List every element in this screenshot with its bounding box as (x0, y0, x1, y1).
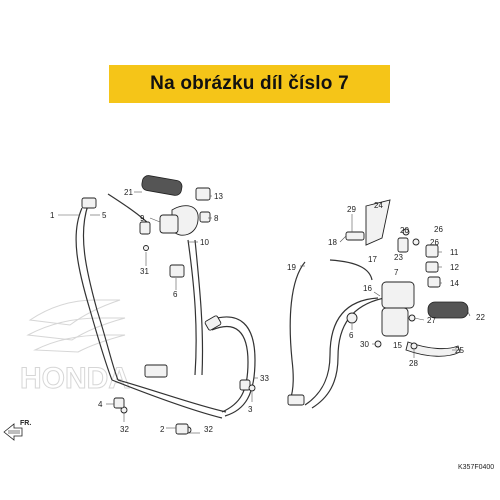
label-part-1: 1 (50, 211, 55, 220)
label-part-14: 14 (450, 279, 459, 288)
label-part-2: 2 (160, 425, 165, 434)
front-label: FR. (20, 420, 31, 427)
label-part-31: 31 (140, 267, 149, 276)
right-lever-assembly (287, 199, 469, 409)
part-number-banner: Na obrázku díl číslo 7 (109, 65, 390, 103)
label-part-30: 30 (360, 340, 369, 349)
label-part-33: 33 (260, 374, 269, 383)
label-part-32b: 32 (204, 425, 213, 434)
label-part-15: 15 (393, 341, 402, 350)
label-part-3: 3 (248, 405, 253, 414)
label-part-32a: 32 (120, 425, 129, 434)
label-part-20: 20 (400, 226, 409, 235)
label-part-12: 12 (450, 263, 459, 272)
label-part-17: 17 (368, 255, 377, 264)
label-part-10: 10 (200, 238, 209, 247)
throttle-cable-assembly (75, 193, 256, 419)
label-part-26a: 26 (434, 225, 443, 234)
label-part-13: 13 (214, 192, 223, 201)
label-part-4: 4 (98, 400, 103, 409)
label-part-6-left: 6 (173, 290, 178, 299)
label-part-26b: 26 (430, 238, 439, 247)
label-part-8: 8 (214, 214, 219, 223)
label-part-5: 5 (102, 211, 107, 220)
label-part-28: 28 (409, 359, 418, 368)
label-part-18: 18 (328, 238, 337, 247)
label-part-27: 27 (427, 316, 436, 325)
leader-lines (58, 191, 471, 434)
label-part-23: 23 (394, 253, 403, 262)
label-part-25: 25 (455, 346, 464, 355)
label-part-7: 7 (394, 268, 399, 277)
left-grip-group (113, 175, 256, 435)
label-part-21: 21 (124, 188, 133, 197)
front-direction-arrow: FR. (3, 420, 31, 441)
label-part-19: 19 (287, 263, 296, 272)
part-labels: 1 2 3 4 5 6 6 7 8 9 10 11 12 13 14 15 16… (50, 188, 485, 434)
label-part-16: 16 (363, 284, 372, 293)
label-part-6-right: 6 (349, 331, 354, 340)
label-part-9: 9 (140, 214, 145, 223)
label-part-29: 29 (347, 205, 356, 214)
diagram-code: K357F0400 (458, 464, 494, 471)
label-part-11: 11 (450, 248, 459, 257)
label-part-22: 22 (476, 313, 485, 322)
label-part-24: 24 (374, 201, 383, 210)
